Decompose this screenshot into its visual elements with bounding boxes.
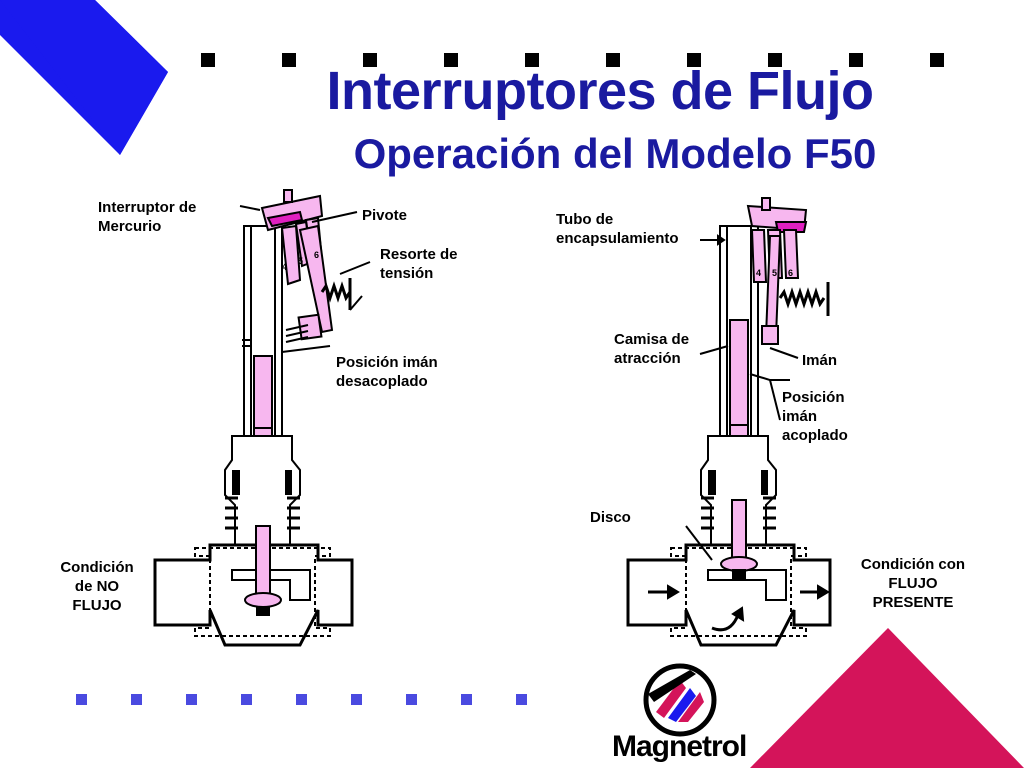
right-valve-diagram <box>626 197 832 647</box>
label-pivot: Pivote <box>362 207 408 224</box>
left-terminal-5: 5 <box>298 256 304 266</box>
top-left-blue-shape <box>0 0 168 155</box>
right-terminal-4: 4 <box>756 268 762 278</box>
right-terminal-5: 5 <box>772 268 778 278</box>
slide-subtitle: Operación del Modelo F50 <box>353 130 877 177</box>
label-disc: Disco <box>590 509 631 526</box>
label-attraction-sleeve: Camisa de atracción <box>614 331 690 367</box>
label-no-flow-condition: Condición de NO FLUJO <box>60 559 134 614</box>
slide-title: Interruptores de Flujo <box>326 61 874 121</box>
magnetrol-logo-text: Magnetrol <box>612 730 747 763</box>
label-tension-spring: Resorte de tensión <box>380 246 458 282</box>
left-terminal-6: 6 <box>314 250 320 260</box>
label-magnet-coupled: Posición imán acoplado <box>782 389 848 444</box>
label-magnet: Imán <box>802 352 838 369</box>
bottom-dot-row <box>76 694 527 705</box>
left-valve-diagram <box>153 189 371 647</box>
left-terminal-4: 4 <box>282 262 288 272</box>
label-encapsulation-tube: Tubo de encapsulamiento <box>556 211 679 247</box>
bottom-right-red-triangle <box>750 628 1024 768</box>
top-dot-row <box>201 53 944 67</box>
magnetrol-logo-icon <box>643 663 717 737</box>
right-terminal-6: 6 <box>788 268 794 278</box>
label-mercury-switch: Interruptor de Mercurio <box>98 199 197 235</box>
label-magnet-decoupled: Posición imán desacoplado <box>336 354 438 390</box>
label-flow-present-condition: Condición con FLUJO PRESENTE <box>860 556 966 611</box>
